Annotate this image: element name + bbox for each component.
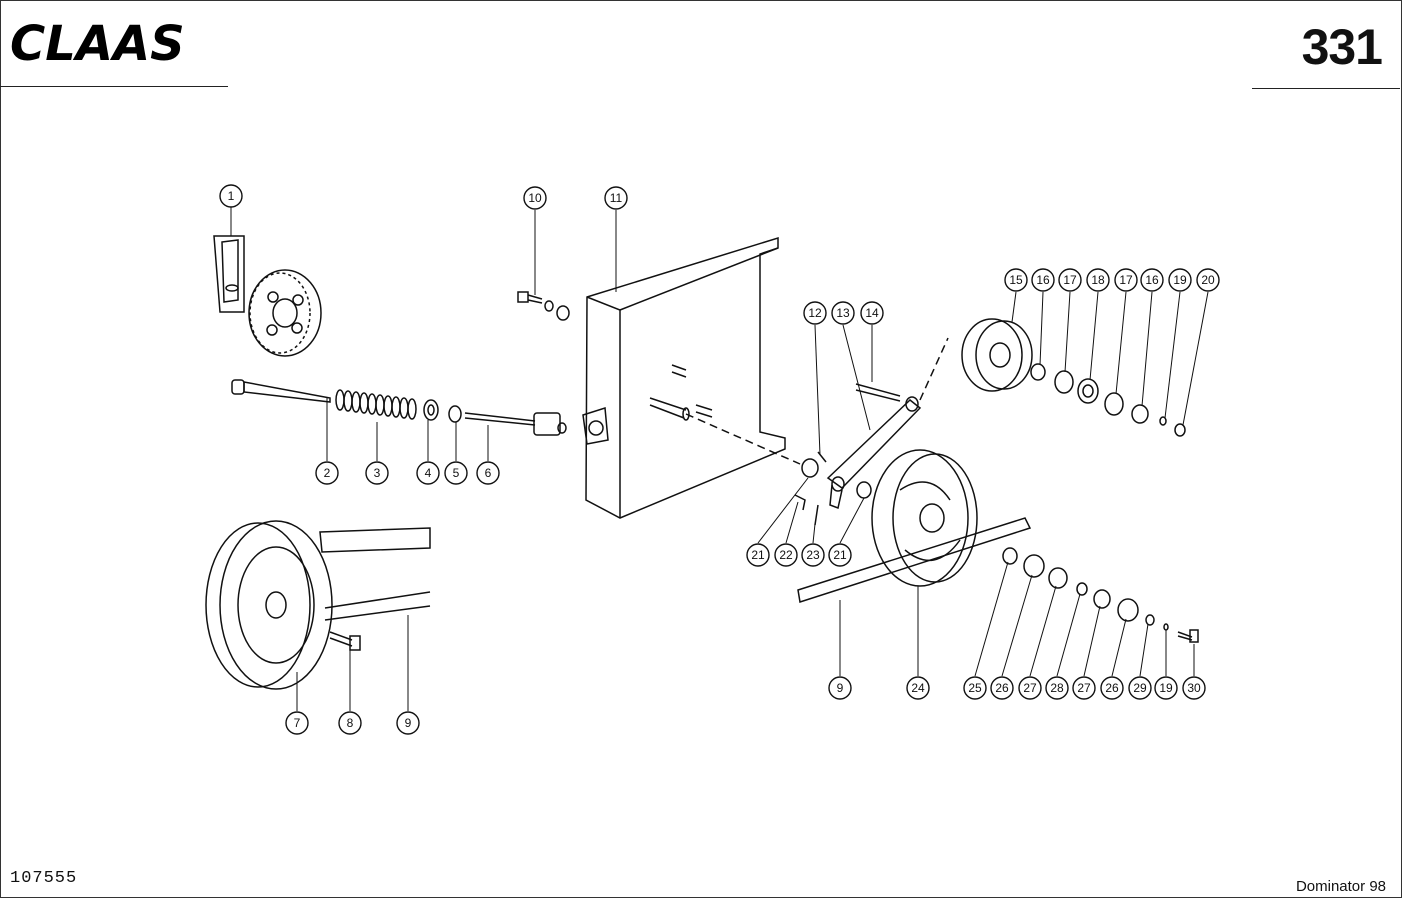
callout-25: 25 xyxy=(963,676,987,700)
svg-text:29: 29 xyxy=(1133,681,1147,695)
idler-pulley-part-15 xyxy=(961,318,1033,392)
rod-part-2 xyxy=(231,379,331,403)
nut-part-5 xyxy=(448,405,462,423)
svg-text:27: 27 xyxy=(1077,681,1091,695)
callout-8: 8 xyxy=(338,711,362,735)
svg-text:23: 23 xyxy=(806,548,820,562)
claas-logo: CLAAS xyxy=(8,16,238,72)
svg-text:5: 5 xyxy=(453,466,460,480)
svg-text:19: 19 xyxy=(1173,273,1187,287)
svg-text:27: 27 xyxy=(1023,681,1037,695)
callout-6: 6 xyxy=(476,461,500,485)
callout-23: 23 xyxy=(801,543,825,567)
svg-text:10: 10 xyxy=(528,191,542,205)
callout-17: 17 xyxy=(1058,268,1082,292)
svg-text:6: 6 xyxy=(485,466,492,480)
callout-12: 12 xyxy=(803,301,827,325)
svg-text:19: 19 xyxy=(1159,681,1173,695)
callout-19: 19 xyxy=(1168,268,1192,292)
svg-text:1: 1 xyxy=(228,189,235,203)
svg-text:8: 8 xyxy=(347,716,354,730)
svg-text:2: 2 xyxy=(324,466,331,480)
svg-text:20: 20 xyxy=(1201,273,1215,287)
svg-text:9: 9 xyxy=(405,716,412,730)
callout-22: 22 xyxy=(774,543,798,567)
svg-text:11: 11 xyxy=(610,191,623,205)
callout-3: 3 xyxy=(365,461,389,485)
header-rule-left xyxy=(0,86,228,87)
callout-16: 16 xyxy=(1031,268,1055,292)
pulley-part-1 xyxy=(248,269,322,357)
eye-bolt-part-6 xyxy=(464,412,567,436)
svg-text:13: 13 xyxy=(836,306,850,320)
callout-21: 21 xyxy=(746,543,770,567)
callout-18: 18 xyxy=(1086,268,1110,292)
callout-4: 4 xyxy=(416,461,440,485)
svg-text:21: 21 xyxy=(833,548,847,562)
callout-13: 13 xyxy=(831,301,855,325)
svg-text:16: 16 xyxy=(1145,273,1159,287)
svg-text:26: 26 xyxy=(1105,681,1119,695)
lever-parts-13 xyxy=(794,337,949,526)
svg-text:17: 17 xyxy=(1119,273,1133,287)
callout-28: 28 xyxy=(1045,676,1069,700)
svg-text:24: 24 xyxy=(911,681,925,695)
svg-text:4: 4 xyxy=(425,466,432,480)
svg-text:21: 21 xyxy=(751,548,765,562)
svg-text:25: 25 xyxy=(968,681,982,695)
belt-part-9-right xyxy=(797,517,1032,603)
belt-part-9-left xyxy=(319,527,431,553)
svg-text:30: 30 xyxy=(1187,681,1201,695)
callout-2: 2 xyxy=(315,461,339,485)
bolt-part-10 xyxy=(517,291,570,321)
callout-26b: 26 xyxy=(1100,676,1124,700)
callout-1: 1 xyxy=(219,184,243,208)
callout-14: 14 xyxy=(860,301,884,325)
svg-text:14: 14 xyxy=(865,306,879,320)
callout-15: 15 xyxy=(1004,268,1028,292)
pulley-part-7 xyxy=(205,520,333,690)
spring-part-3 xyxy=(335,389,417,420)
svg-text:15: 15 xyxy=(1009,273,1023,287)
svg-text:12: 12 xyxy=(808,306,822,320)
svg-text:9: 9 xyxy=(837,681,844,695)
callout-9-right: 9 xyxy=(828,676,852,700)
page-number: 331 xyxy=(1301,19,1383,75)
callout-17b: 17 xyxy=(1114,268,1138,292)
svg-text:28: 28 xyxy=(1050,681,1064,695)
callout-9-left: 9 xyxy=(396,711,420,735)
callout-16b: 16 xyxy=(1140,268,1164,292)
pulley-part-24 xyxy=(871,449,978,587)
svg-text:17: 17 xyxy=(1063,273,1077,287)
callout-24: 24 xyxy=(906,676,930,700)
claas-logo-text: CLAAS xyxy=(10,18,185,66)
svg-text:18: 18 xyxy=(1091,273,1105,287)
svg-text:22: 22 xyxy=(779,548,793,562)
callout-10: 10 xyxy=(523,186,547,210)
callout-30: 30 xyxy=(1182,676,1206,700)
header-rule-right xyxy=(1252,88,1400,89)
model-name: Dominator 98 xyxy=(1295,878,1386,895)
plate-part-11 xyxy=(582,236,801,519)
svg-text:3: 3 xyxy=(374,466,381,480)
callout-26: 26 xyxy=(990,676,1014,700)
callout-27: 27 xyxy=(1018,676,1042,700)
svg-text:7: 7 xyxy=(294,716,301,730)
washer-part-4 xyxy=(423,399,439,421)
callout-5: 5 xyxy=(444,461,468,485)
callout-7: 7 xyxy=(285,711,309,735)
callout-29: 29 xyxy=(1128,676,1152,700)
callout-27b: 27 xyxy=(1072,676,1096,700)
callout-20: 20 xyxy=(1196,268,1220,292)
svg-text:26: 26 xyxy=(995,681,1009,695)
document-number: 107555 xyxy=(10,869,78,888)
bracket-part-1 xyxy=(213,235,245,313)
callout-19b: 19 xyxy=(1154,676,1178,700)
svg-text:16: 16 xyxy=(1036,273,1050,287)
callout-11: 11 xyxy=(604,186,628,210)
callout-21b: 21 xyxy=(828,543,852,567)
